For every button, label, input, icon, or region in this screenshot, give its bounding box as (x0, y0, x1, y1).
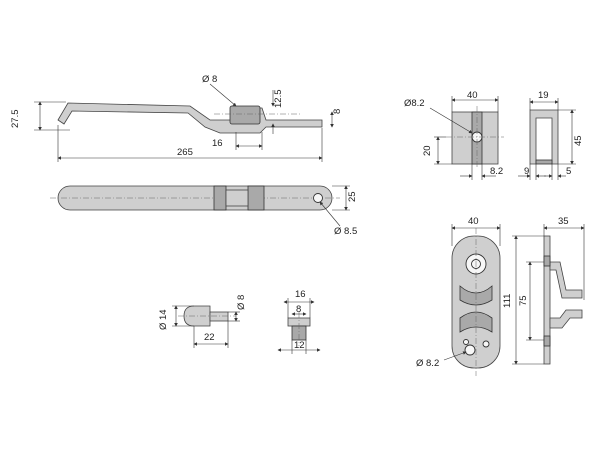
hole-d8-label: Ø 8 (202, 74, 217, 85)
bracket-front-dimensions: 40 Ø8.2 20 8.2 (404, 90, 503, 180)
nut-8-label: 8 (296, 304, 301, 315)
bracket-side-view (529, 109, 559, 165)
bracket-side-dimensions: 19 45 9 5 (518, 90, 584, 180)
bracket-front-view (446, 106, 504, 168)
pin-d14-label: Ø 14 (158, 309, 169, 330)
pin-d8-label: Ø 8 (236, 295, 247, 310)
side-45-label: 45 (573, 135, 584, 146)
base-front-dimensions: 40 Ø 8.2 (416, 216, 501, 369)
nut-view (287, 312, 311, 346)
nut-12-label: 12 (294, 340, 305, 351)
base-40-label: 40 (468, 216, 479, 227)
pin-dimensions: Ø 14 Ø 8 22 (158, 295, 247, 348)
base-front-view (451, 228, 501, 376)
side-19-label: 19 (538, 90, 549, 101)
lever-top-dimensions: 25 Ø 8.5 (319, 185, 358, 237)
base-side-dimensions: 35 111 75 (502, 216, 585, 365)
base-35-label: 35 (558, 216, 569, 227)
base-111-label: 111 (502, 294, 513, 308)
rise-12-5-label: 12.5 (273, 90, 284, 109)
lever-top-view (50, 185, 340, 211)
hole-d8-5-label: Ø 8.5 (334, 226, 357, 237)
side-5-label: 5 (566, 166, 571, 177)
thick-8-label: 8 (332, 109, 343, 114)
pin-view (178, 305, 236, 327)
lever-side-dimensions: Ø 8 12.5 27.5 8 16 265 (10, 74, 343, 162)
plate-40-label: 40 (467, 90, 478, 101)
lever-side-view (57, 102, 323, 134)
side-9-label: 9 (524, 166, 529, 177)
width-25-label: 25 (347, 191, 358, 202)
base-hole-d8-2-label: Ø 8.2 (416, 358, 439, 369)
len-16-label: 16 (212, 138, 223, 149)
base-side-view (543, 235, 583, 365)
pin-22-label: 22 (204, 332, 215, 343)
height-27-5-label: 27.5 (10, 110, 21, 129)
plate-h-20-label: 20 (422, 145, 433, 156)
nut-dimensions: 16 8 12 (277, 289, 321, 354)
plate-8-2-label: 8.2 (490, 166, 503, 177)
base-75-label: 75 (518, 295, 529, 306)
plate-hole-d8-2-label: Ø8.2 (404, 98, 425, 109)
nut-16-label: 16 (295, 289, 306, 300)
len-265-label: 265 (177, 147, 193, 158)
